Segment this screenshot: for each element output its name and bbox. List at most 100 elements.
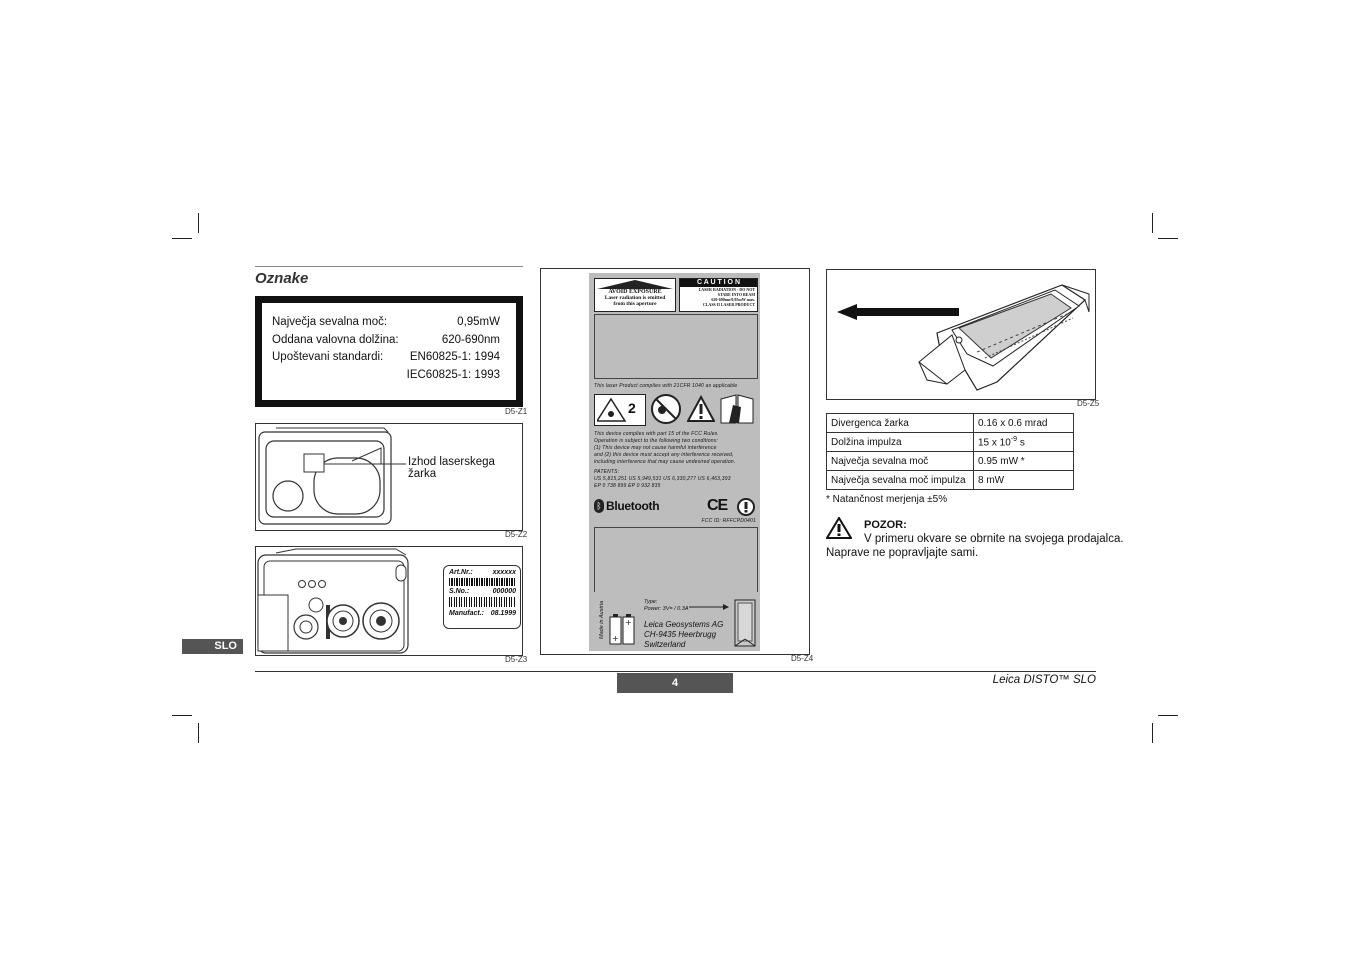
made-in-text: Made in Austria — [599, 600, 605, 639]
crop-mark — [198, 723, 199, 743]
spec-exponent: -9 — [1010, 436, 1018, 443]
laser-label-inner: Največja sevalna moč: 0,95mW Oddana valo… — [262, 303, 516, 400]
crop-mark — [198, 213, 199, 233]
type-label: Type: — [644, 599, 658, 605]
language-tab-label: SLO — [214, 640, 237, 652]
crop-mark — [1158, 715, 1178, 716]
figure-caption: D5-Z3 — [505, 655, 528, 664]
label-blank-area — [594, 527, 758, 592]
spec-value: 8 mW — [973, 470, 1074, 491]
company-line: Leica Geosystems AG — [644, 620, 724, 629]
warning-triangle-icon — [826, 517, 852, 539]
fcc-id: FCC ID: RFFCPD0401 — [701, 518, 756, 524]
label-name: Največja sevalna moč: — [272, 316, 388, 328]
spec-name: Največja sevalna moč — [826, 451, 974, 472]
avoid-line: Laser radiation is emitted — [604, 295, 666, 301]
footer-title: Leica DISTO™ SLO — [992, 674, 1096, 686]
laser-direction-figure — [826, 269, 1096, 400]
manufact-label: Manufact.: — [449, 610, 484, 617]
crop-mark — [1158, 238, 1178, 239]
label-row: Največja sevalna moč: 0,95mW — [272, 316, 500, 328]
label-value: EN60825-1: 1994 — [409, 351, 500, 363]
bluetooth-text: Bluetooth — [606, 499, 660, 513]
laser-label-box: Največja sevalna moč: 0,95mW Oddana valo… — [255, 296, 523, 407]
caution-line: LASER RADIATION - DO NOT — [698, 287, 755, 292]
spec-value: 15 x 10 — [978, 437, 1011, 449]
caution-label: C A U T I O N LASER RADIATION - DO NOT S… — [679, 278, 758, 312]
battery-icon: ++ — [609, 614, 635, 645]
device-front-illustration — [258, 427, 406, 525]
patents-line: EP 0 738 899 EP 0 932 835 — [594, 483, 661, 489]
laser-exit-figure: Izhod laserskega žarka — [255, 423, 523, 531]
spec-name: Divergenca žarka — [826, 413, 974, 433]
ce-mark: CE — [707, 497, 728, 514]
barcode — [449, 597, 516, 607]
label-name: Oddana valovna dolžina: — [272, 334, 399, 346]
device-back-figure: Art.Nr.: xxxxxx S.No.: 000000 Manufact.:… — [255, 546, 523, 656]
label-value: 620-690nm — [441, 334, 500, 346]
fcc-line: Operation is subject to the following tw… — [594, 438, 718, 444]
spec-unit: s — [1017, 437, 1025, 449]
spec-name: Dolžina impulza — [826, 431, 974, 453]
figure-caption: D5-Z2 — [505, 530, 528, 539]
art-nr-label: Art.Nr.: — [449, 569, 473, 576]
fcc-line: This device complies with part 15 of the… — [594, 431, 719, 437]
spec-table: Divergenca žarka 0.16 x 0.6 mrad Dolžina… — [826, 413, 1074, 491]
footer-rule — [255, 671, 1096, 672]
section-title: Oznake — [255, 270, 309, 287]
figure-caption: D5-Z4 — [791, 654, 814, 663]
spec-value-cell: 15 x 10-9 s — [973, 431, 1074, 453]
page-number-box: 4 — [617, 673, 733, 693]
spec-footnote: * Natančnost merjenja ±5% — [826, 494, 948, 505]
device-top-illustration — [837, 284, 1090, 391]
company-line: Switzerland — [644, 640, 686, 649]
label-value: IEC60825-1: 1993 — [406, 369, 500, 381]
label-row: Oddana valovna dolžina: 620-690nm — [272, 334, 500, 346]
crop-mark — [172, 238, 192, 239]
manual-icon — [720, 394, 754, 424]
fcc-line: including interference that may cause un… — [594, 459, 736, 465]
spec-value: 0.95 mW * — [973, 451, 1074, 472]
language-tab: SLO — [182, 639, 243, 654]
crop-mark — [172, 715, 192, 716]
device-label-plate: AVOID EXPOSURE Laser radiation is emitte… — [589, 273, 760, 651]
warning-title: POZOR: — [864, 519, 907, 531]
figure-caption: D5-Z1 — [505, 407, 528, 416]
fcc-line: and (2) this device must accept any inte… — [594, 452, 734, 458]
no-stare-icon — [651, 394, 681, 424]
device-label-figure: AVOID EXPOSURE Laser radiation is emitte… — [540, 268, 810, 655]
label-value: 0,95mW — [457, 316, 500, 328]
spec-value: 0.16 x 0.6 mrad — [973, 413, 1074, 433]
warning-text: Naprave ne popravljajte sami. — [826, 547, 979, 559]
device-back-illustration — [257, 548, 409, 654]
label-row: IEC60825-1: 1993 — [272, 369, 500, 381]
label-row: Upoštevani standardi: EN60825-1: 1994 — [272, 351, 500, 363]
table-row: Največja sevalna moč 0.95 mW * — [826, 451, 1074, 472]
warning-text: V primeru okvare se obrnite na svojega p… — [864, 533, 1124, 545]
bluetooth-logo: ᛒ Bluetooth — [594, 499, 660, 513]
complies-text: This laser Product complies with 21CFR 1… — [594, 383, 738, 389]
crop-mark — [1152, 723, 1153, 743]
aperture-window-icon — [734, 599, 756, 647]
laser-exit-callout: Izhod laserskega žarka — [408, 456, 495, 480]
svg-text:+: + — [612, 634, 619, 643]
figure-caption: D5-Z5 — [1077, 399, 1100, 408]
laser-class-number: 2 — [628, 400, 636, 416]
sno-label: S.No.: — [449, 588, 470, 595]
warning-icon — [687, 395, 715, 422]
aperture-triangle-icon — [597, 280, 673, 289]
sno-value: 000000 — [492, 588, 516, 595]
table-row: Divergenca žarka 0.16 x 0.6 mrad — [826, 413, 1074, 433]
company-info: Leica Geosystems AG CH-9435 Heerbrugg Sw… — [644, 620, 723, 650]
serial-label: Art.Nr.: xxxxxx S.No.: 000000 Manufact.:… — [443, 565, 521, 629]
art-nr-value: xxxxxx — [492, 569, 516, 576]
page-number: 4 — [671, 677, 679, 689]
laser-warning-icon — [597, 397, 627, 422]
bluetooth-icon: ᛒ — [594, 499, 604, 513]
barcode — [449, 578, 516, 586]
company-line: CH-9435 Heerbrugg — [644, 630, 717, 639]
label-name: Upoštevani standardi: — [272, 351, 384, 363]
fcc-notice: This device complies with part 15 of the… — [594, 431, 735, 490]
art-nr-row: Art.Nr.: xxxxxx — [449, 569, 516, 576]
caution-line: STARE INTO BEAM — [717, 292, 755, 297]
